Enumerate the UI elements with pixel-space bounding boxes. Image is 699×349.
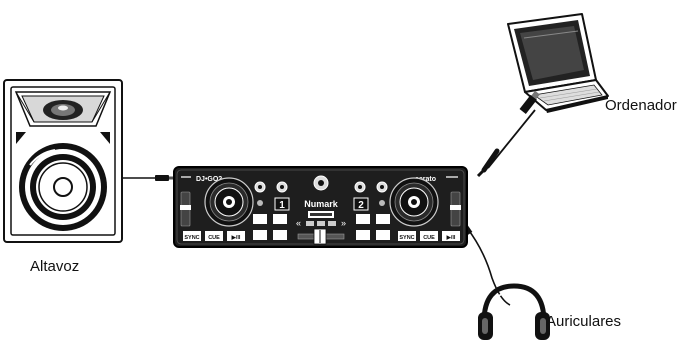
cue-button-left-text: CUE: [208, 235, 220, 241]
jog-wheel-right: [390, 178, 438, 226]
play-button-right-text: ▶/II: [446, 234, 456, 241]
laptop-illustration: [508, 14, 608, 113]
nav-right-text: »: [341, 218, 346, 228]
deck-1-label: 1: [279, 200, 285, 211]
nav-left-text: «: [296, 218, 301, 228]
headphone-cable: [463, 224, 510, 305]
jog-wheel-left: [205, 178, 253, 226]
computer-label: Ordenador: [605, 97, 677, 114]
sync-button-left-text: SYNC: [184, 235, 199, 241]
controller-brand-text: Numark: [304, 199, 339, 209]
headphones-illustration: [478, 286, 550, 340]
usb-cable: [478, 91, 540, 176]
play-button-left-text: ▶/II: [231, 234, 241, 241]
headphones-label: Auriculares: [546, 313, 621, 330]
speaker-cable: [122, 175, 173, 181]
cue-button-right-text: CUE: [423, 235, 435, 241]
speaker-label: Altavoz: [30, 258, 79, 275]
dj-controller: DJ•GO2 serato: [174, 167, 467, 247]
sync-button-right-text: SYNC: [399, 235, 414, 241]
deck-2-label: 2: [358, 200, 364, 211]
speaker-illustration: [4, 80, 122, 242]
